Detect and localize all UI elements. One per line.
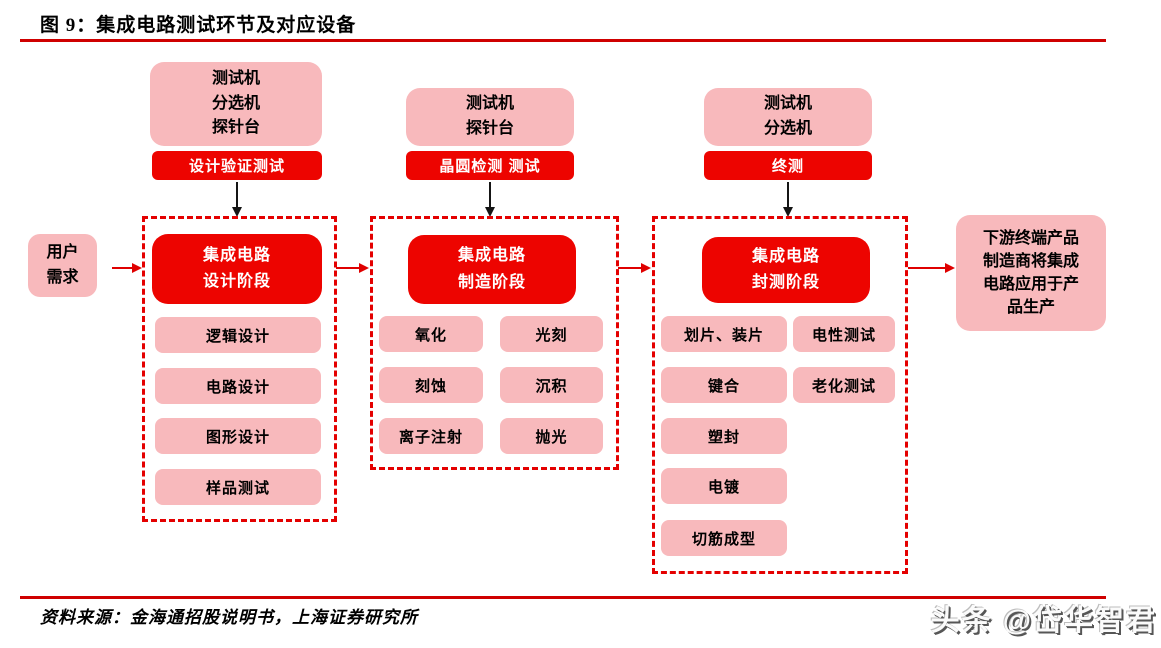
process-step: 切筋成型 xyxy=(661,520,787,556)
stage-header-line: 集成电路 xyxy=(751,247,820,265)
down-arrow xyxy=(783,182,793,217)
equipment-box-manufacturing: 测试机 探针台 xyxy=(406,88,574,146)
equipment-line: 测试机 xyxy=(465,95,514,113)
test-label-final-test: 终测 xyxy=(704,151,872,180)
process-step: 光刻 xyxy=(500,316,603,352)
stage-container-design xyxy=(142,216,337,522)
flow-arrow-design-to-manufacturing xyxy=(336,263,369,273)
bottom-rule xyxy=(20,596,1106,599)
process-step: 离子注射 xyxy=(379,418,483,454)
stage-header-line: 设计阶段 xyxy=(202,273,271,290)
down-arrow xyxy=(232,182,242,217)
stage-header-line: 集成电路 xyxy=(202,246,271,264)
top-rule xyxy=(20,39,1106,42)
process-step: 塑封 xyxy=(661,418,787,454)
stage-container-packaging-testing xyxy=(652,216,908,574)
stage-container-manufacturing xyxy=(370,216,619,470)
downstream-line: 制造商将集成 xyxy=(982,252,1079,270)
process-step: 划片、装片 xyxy=(661,316,787,352)
source-note: 资料来源：金海通招股说明书，上海证券研究所 xyxy=(40,608,418,627)
stage-header-line: 集成电路 xyxy=(457,247,526,265)
process-step: 键合 xyxy=(661,367,787,403)
flow-arrow-manufacturing-to-packaging xyxy=(618,263,651,273)
downstream-box: 下游终端产品 制造商将集成 电路应用于产 品生产 xyxy=(956,215,1106,331)
process-step: 抛光 xyxy=(500,418,603,454)
flow-arrow-packaging-to-downstream xyxy=(908,263,955,273)
equipment-line: 探针台 xyxy=(211,119,260,137)
process-step: 电性测试 xyxy=(793,316,895,352)
equipment-line: 探针台 xyxy=(465,120,514,137)
equipment-box-design: 测试机 分选机 探针台 xyxy=(150,62,322,146)
watermark: 头条 @岱华智君 xyxy=(930,605,1157,637)
test-label-wafer-probe: 晶圆检测 测试 xyxy=(406,151,574,180)
downstream-line: 电路应用于产 xyxy=(982,276,1079,293)
equipment-box-final-test: 测试机 分选机 xyxy=(704,88,872,146)
stage-header-design: 集成电路 设计阶段 xyxy=(152,234,322,304)
user-demand-line: 用户 xyxy=(46,243,79,261)
figure-title: 图 9：集成电路测试环节及对应设备 xyxy=(40,15,357,36)
process-step: 逻辑设计 xyxy=(155,317,321,353)
process-step: 沉积 xyxy=(500,367,603,403)
equipment-line: 测试机 xyxy=(763,95,812,113)
process-step: 样品测试 xyxy=(155,469,321,505)
process-step: 图形设计 xyxy=(155,418,321,454)
downstream-line: 下游终端产品 xyxy=(982,229,1079,247)
equipment-line: 测试机 xyxy=(211,69,260,87)
stage-header-line: 封测阶段 xyxy=(751,274,820,291)
equipment-line: 分选机 xyxy=(763,120,812,137)
stage-header-line: 制造阶段 xyxy=(457,273,526,291)
flow-arrow-input-to-design xyxy=(112,263,142,273)
downstream-line: 品生产 xyxy=(1006,299,1055,317)
user-demand-line: 需求 xyxy=(46,268,79,286)
equipment-line: 分选机 xyxy=(211,94,260,112)
user-demand-box: 用户 需求 xyxy=(28,234,97,297)
test-label-design-verification: 设计验证测试 xyxy=(152,151,322,180)
process-step: 电路设计 xyxy=(155,368,321,404)
process-step: 老化测试 xyxy=(793,367,895,403)
stage-header-manufacturing: 集成电路 制造阶段 xyxy=(408,235,576,304)
stage-header-packaging-testing: 集成电路 封测阶段 xyxy=(702,237,870,303)
down-arrow xyxy=(485,182,495,217)
process-step: 氧化 xyxy=(379,316,483,352)
process-step: 电镀 xyxy=(661,468,787,504)
process-step: 刻蚀 xyxy=(379,367,483,403)
